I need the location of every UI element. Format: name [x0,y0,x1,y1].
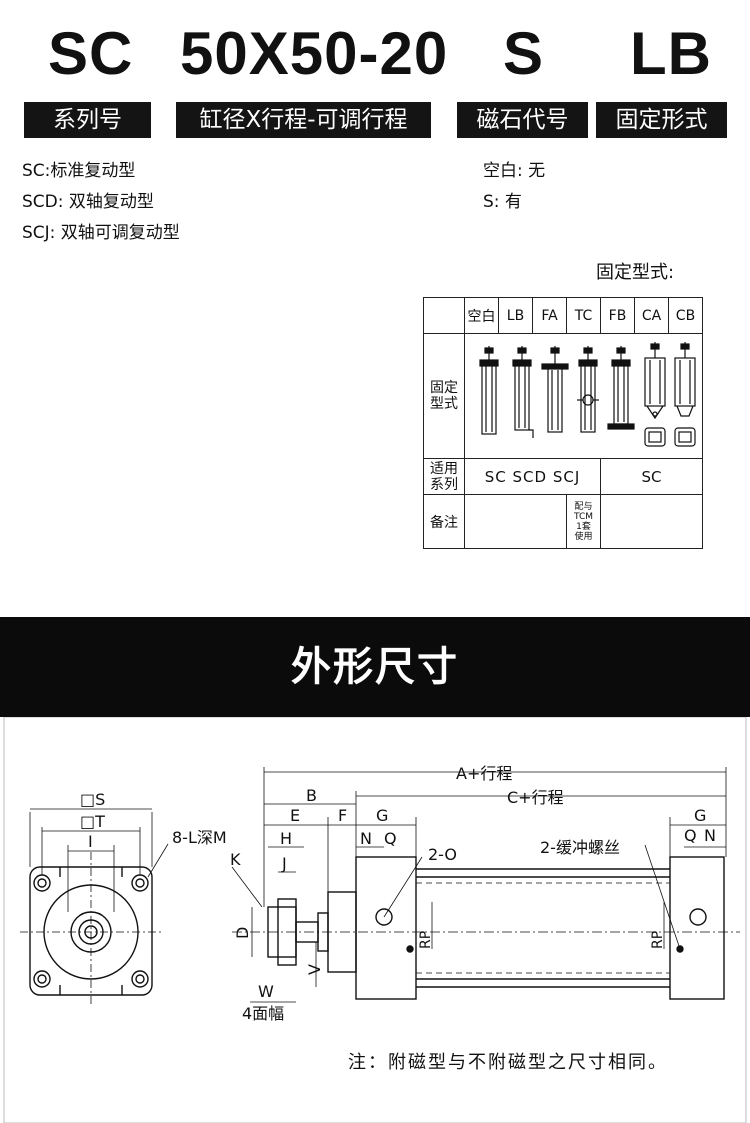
mount-table: 空白 LB FA TC FB CA CB 固定型式 [423,297,703,549]
mount-col-fb: FB [600,297,635,334]
mount-col-fa: FA [532,297,567,334]
mount-table-corner [423,297,465,334]
label-size: 缸径X行程-可调行程 [176,102,431,138]
dim-e: E [290,806,300,825]
remark-tc: 配与TCM1套使用 [566,494,601,549]
mount-row-label-text: 固定型式 [430,380,458,412]
label-series: 系列号 [24,102,151,138]
magnet-note-1: 空白: 无 [483,161,546,181]
mount-icon-cb [674,342,696,447]
dim-rp-right: RP [650,931,666,949]
mount-col-blank: 空白 [464,297,499,334]
label-magnet: 磁石代号 [457,102,588,138]
series-group-1: SC SCD SCJ [464,458,601,495]
section-title: 外形尺寸 [0,617,750,717]
dim-s: □S [80,790,105,809]
model-series: SC [48,20,134,87]
dim-g: G [376,806,388,825]
dimension-drawing: □S □T I 8-L深M A+行程 C+行程 B E F G G H J K … [3,717,747,1123]
dim-n-right: N [704,826,716,845]
dim-rp-left: RP [418,931,434,949]
dim-q: Q [384,829,397,848]
dim-h: H [280,829,292,848]
model-magnet: S [503,20,545,87]
dim-port: 2-O [428,845,457,864]
mount-table-title: 固定型式: [596,262,675,283]
series-note-1: SC:标准复动型 [22,161,136,181]
dim-cushion: 2-缓冲螺丝 [540,838,620,857]
mount-icon-ca [644,342,666,447]
dim-j: J [281,854,287,873]
mount-col-tc: TC [566,297,601,334]
series-note-2: SCD: 双轴复动型 [22,192,154,212]
dim-n: N [360,829,372,848]
series-row-label-text: 适用系列 [430,460,458,493]
remark-tc-text: 配与TCM1套使用 [573,501,594,542]
mount-col-lb: LB [498,297,533,334]
mount-icon-fb [607,346,635,430]
dim-d: D [233,927,252,939]
model-size: 50X50-20 [180,20,449,87]
series-group-2: SC [600,458,703,495]
dim-g-right: G [694,806,706,825]
series-note-3: SCJ: 双轴可调复动型 [22,223,180,243]
mount-row-label: 固定型式 [423,333,465,459]
remark-row-label: 备注 [423,494,465,549]
mount-icon-lb [512,346,534,438]
dim-l-depth: 8-L深M [172,828,227,847]
end-view [20,808,169,1007]
side-view [231,767,740,1003]
dim-t: □T [80,812,105,831]
footnote: 注：附磁型与不附磁型之尺寸相同。 [348,1052,668,1073]
dim-w: W [258,982,274,1001]
mount-icons [479,342,696,447]
dim-b: B [306,786,317,805]
dim-i: I [88,832,93,851]
magnet-note-2: S: 有 [483,192,522,212]
label-mount: 固定形式 [596,102,727,138]
dim-k: K [230,850,241,869]
mount-icons-cell [464,333,703,459]
remark-empty-1 [464,494,567,549]
mount-col-cb: CB [668,297,703,334]
mount-icon-tc [577,346,599,433]
remark-empty-2 [600,494,703,549]
dim-a-stroke: A+行程 [456,764,512,783]
dim-f: F [338,806,347,825]
model-mount: LB [630,20,712,87]
dim-v: V [305,964,324,975]
mount-col-ca: CA [634,297,669,334]
mount-icon-fa [541,346,569,433]
mount-icon-blank [479,346,499,435]
dim-four-faces: 4面幅 [242,1004,284,1023]
dim-c-stroke: C+行程 [507,788,564,807]
dim-q-right: Q [684,826,697,845]
series-row-label: 适用系列 [423,458,465,495]
